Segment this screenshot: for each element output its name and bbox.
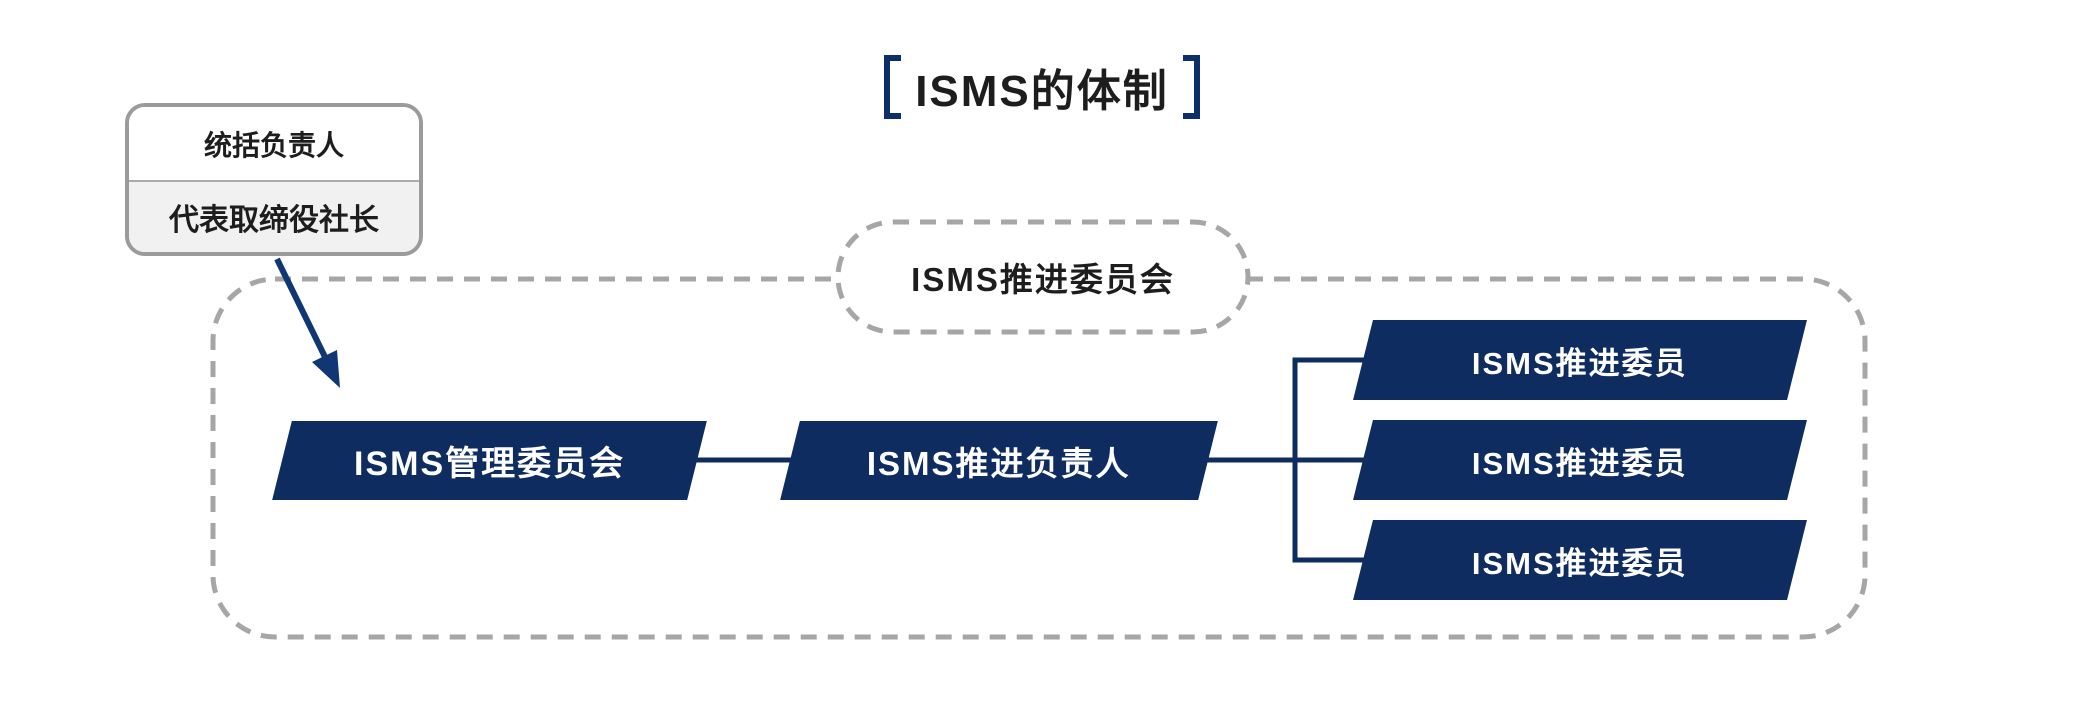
node-member-2: ISMS推进委员 (1353, 420, 1807, 500)
committee-pill-label: ISMS推进委员会 (911, 261, 1175, 298)
page-title: ISMS的体制 (915, 67, 1169, 116)
leader-arrow-head-icon (312, 350, 340, 388)
leader-person-label: 代表取缔役社长 (129, 180, 419, 252)
node-management-committee: ISMS管理委员会 (272, 421, 707, 500)
node-member-3: ISMS推进委员 (1353, 520, 1807, 600)
node-lead-label: ISMS推进负责人 (867, 444, 1131, 482)
committee-pill-border (835, 219, 1251, 335)
leader-arrow-line (274, 257, 329, 361)
node-member-1: ISMS推进委员 (1353, 320, 1807, 400)
page-title-group: ISMS的体制 (884, 54, 1200, 120)
node-management-label: ISMS管理委员会 (353, 445, 626, 483)
node-member-2-label: ISMS推进委员 (1472, 445, 1688, 481)
leader-box: 统括负责人 代表取缔役社长 (125, 103, 423, 256)
title-bracket-right (1183, 55, 1200, 119)
leader-role-label: 统括负责人 (129, 107, 419, 180)
node-member-3-label: ISMS推进委员 (1472, 545, 1688, 581)
title-bracket-left (884, 55, 901, 119)
node-member-1-label: ISMS推进委员 (1472, 345, 1688, 381)
node-promotion-lead: ISMS推进负责人 (780, 421, 1218, 500)
